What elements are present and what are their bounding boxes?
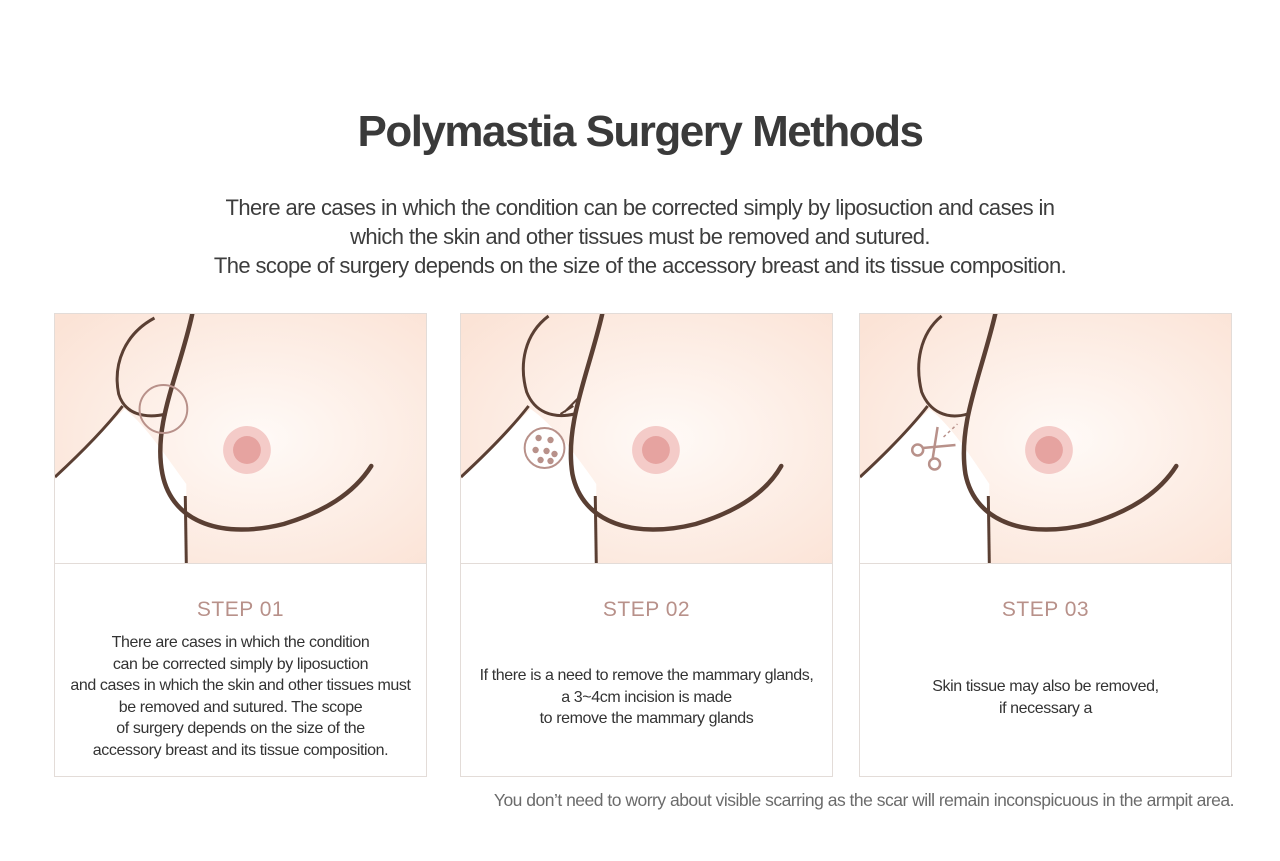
step-card-02: STEP 02 If there is a need to remove the…: [460, 313, 833, 777]
step-desc-line: can be corrected simply by liposuction: [112, 655, 369, 673]
step-desc-line: if necessary a: [998, 699, 1093, 717]
card-divider: [55, 563, 426, 564]
scissors-icon: [910, 423, 958, 471]
intro-text: There are cases in which the condition c…: [140, 193, 1140, 280]
step-desc-line: accessory breast and its tissue composit…: [92, 741, 389, 759]
page-title: Polymastia Surgery Methods: [357, 107, 924, 156]
step-desc-line: to remove the mammary glands: [539, 710, 754, 728]
step-card-03: STEP 03 Skin tissue may also be removed,…: [859, 313, 1232, 777]
step-desc-line: a 3~4cm incision is made: [561, 688, 732, 706]
card-divider: [461, 563, 832, 564]
footnote: You don’t need to worry about visible sc…: [493, 790, 1235, 810]
intro-line: which the skin and other tissues must be…: [350, 224, 930, 249]
step-desc-line: If there is a need to remove the mammary…: [479, 667, 814, 684]
step-description: If there is a need to remove the mammary…: [461, 665, 832, 730]
step-03-illustration: [860, 314, 1231, 563]
step-description: Skin tissue may also be removed, if nece…: [860, 676, 1231, 719]
step-title: STEP 01: [196, 598, 285, 621]
step-01-illustration: [55, 314, 426, 563]
step-desc-line: Skin tissue may also be removed,: [932, 678, 1159, 695]
intro-line: There are cases in which the condition c…: [225, 195, 1056, 220]
step-02-illustration: [461, 314, 832, 563]
step-desc-line: and cases in which the skin and other ti…: [70, 677, 411, 695]
circle-marker-icon: [138, 384, 189, 434]
step-desc-line: of surgery depends on the size of the: [116, 720, 365, 738]
intro-line: The scope of surgery depends on the size…: [213, 253, 1067, 278]
card-divider: [860, 563, 1231, 564]
step-card-01: STEP 01 There are cases in which the con…: [54, 313, 427, 777]
step-desc-line: There are cases in which the condition: [111, 634, 370, 651]
tissue-dots-icon: [523, 427, 566, 469]
step-title: STEP 02: [602, 598, 691, 621]
step-title: STEP 03: [1001, 598, 1090, 621]
step-desc-line: be removed and sutured. The scope: [118, 698, 363, 716]
step-description: There are cases in which the condition c…: [55, 632, 426, 762]
